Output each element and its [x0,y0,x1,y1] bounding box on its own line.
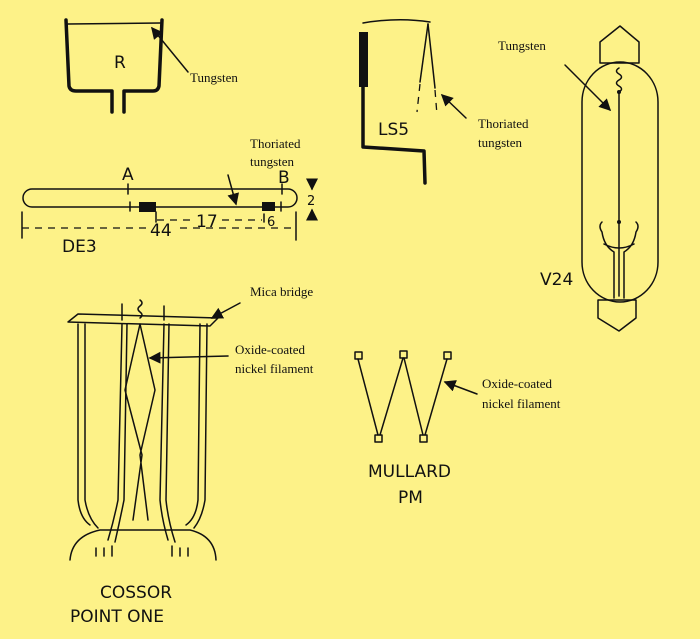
r-tungsten-label: Tungsten [190,70,238,85]
r-valve-name: R [114,53,126,73]
de3-dim-end: 6 [267,215,275,230]
de3-support-block-a [139,202,156,212]
de3-valve-diagram: Thoriated tungsten A B 2 44 17 6 DE3 [21,136,318,257]
mullard-name-line2: PM [398,488,423,508]
de3-support-block-b [262,202,275,211]
de3-point-b: B [278,168,290,188]
cossor-filament-line1: Oxide-coated [235,342,306,357]
v24-tungsten-label: Tungsten [498,38,546,53]
ls5-label-line1: Thoriated [478,116,529,131]
cossor-name-line1: COSSOR [100,583,172,603]
cossor-name-line2: POINT ONE [70,607,164,627]
mullard-filament-line1: Oxide-coated [482,376,553,391]
ls5-label-line2: tungsten [478,135,523,150]
de3-dim-height: 2 [307,194,315,209]
r-valve-diagram: R Tungsten [64,18,238,114]
cossor-valve-diagram: Mica bridge Oxide-coated nickel filament… [67,284,314,627]
cossor-filament-line2: nickel filament [235,361,314,376]
ls5-support-rod [359,32,368,87]
v24-valve-name: V24 [540,270,573,290]
mica-bridge [67,313,219,327]
de3-valve-name: DE3 [62,237,97,257]
mullard-filament-line2: nickel filament [482,396,561,411]
ls5-valve-diagram: LS5 Thoriated tungsten [359,18,529,185]
mica-bridge-label: Mica bridge [250,284,313,299]
mullard-name-line1: MULLARD [368,462,451,482]
de3-label-line1: Thoriated [250,136,301,151]
de3-label-line2: tungsten [250,154,295,169]
de3-point-a: A [122,165,134,185]
de3-dim-middle: 17 [196,212,218,232]
de3-dim-total: 44 [150,221,172,241]
ls5-valve-name: LS5 [378,120,409,140]
mullard-valve-diagram: Oxide-coated nickel filament MULLARD PM [354,350,561,508]
v24-valve-diagram: Tungsten V24 [498,25,659,332]
